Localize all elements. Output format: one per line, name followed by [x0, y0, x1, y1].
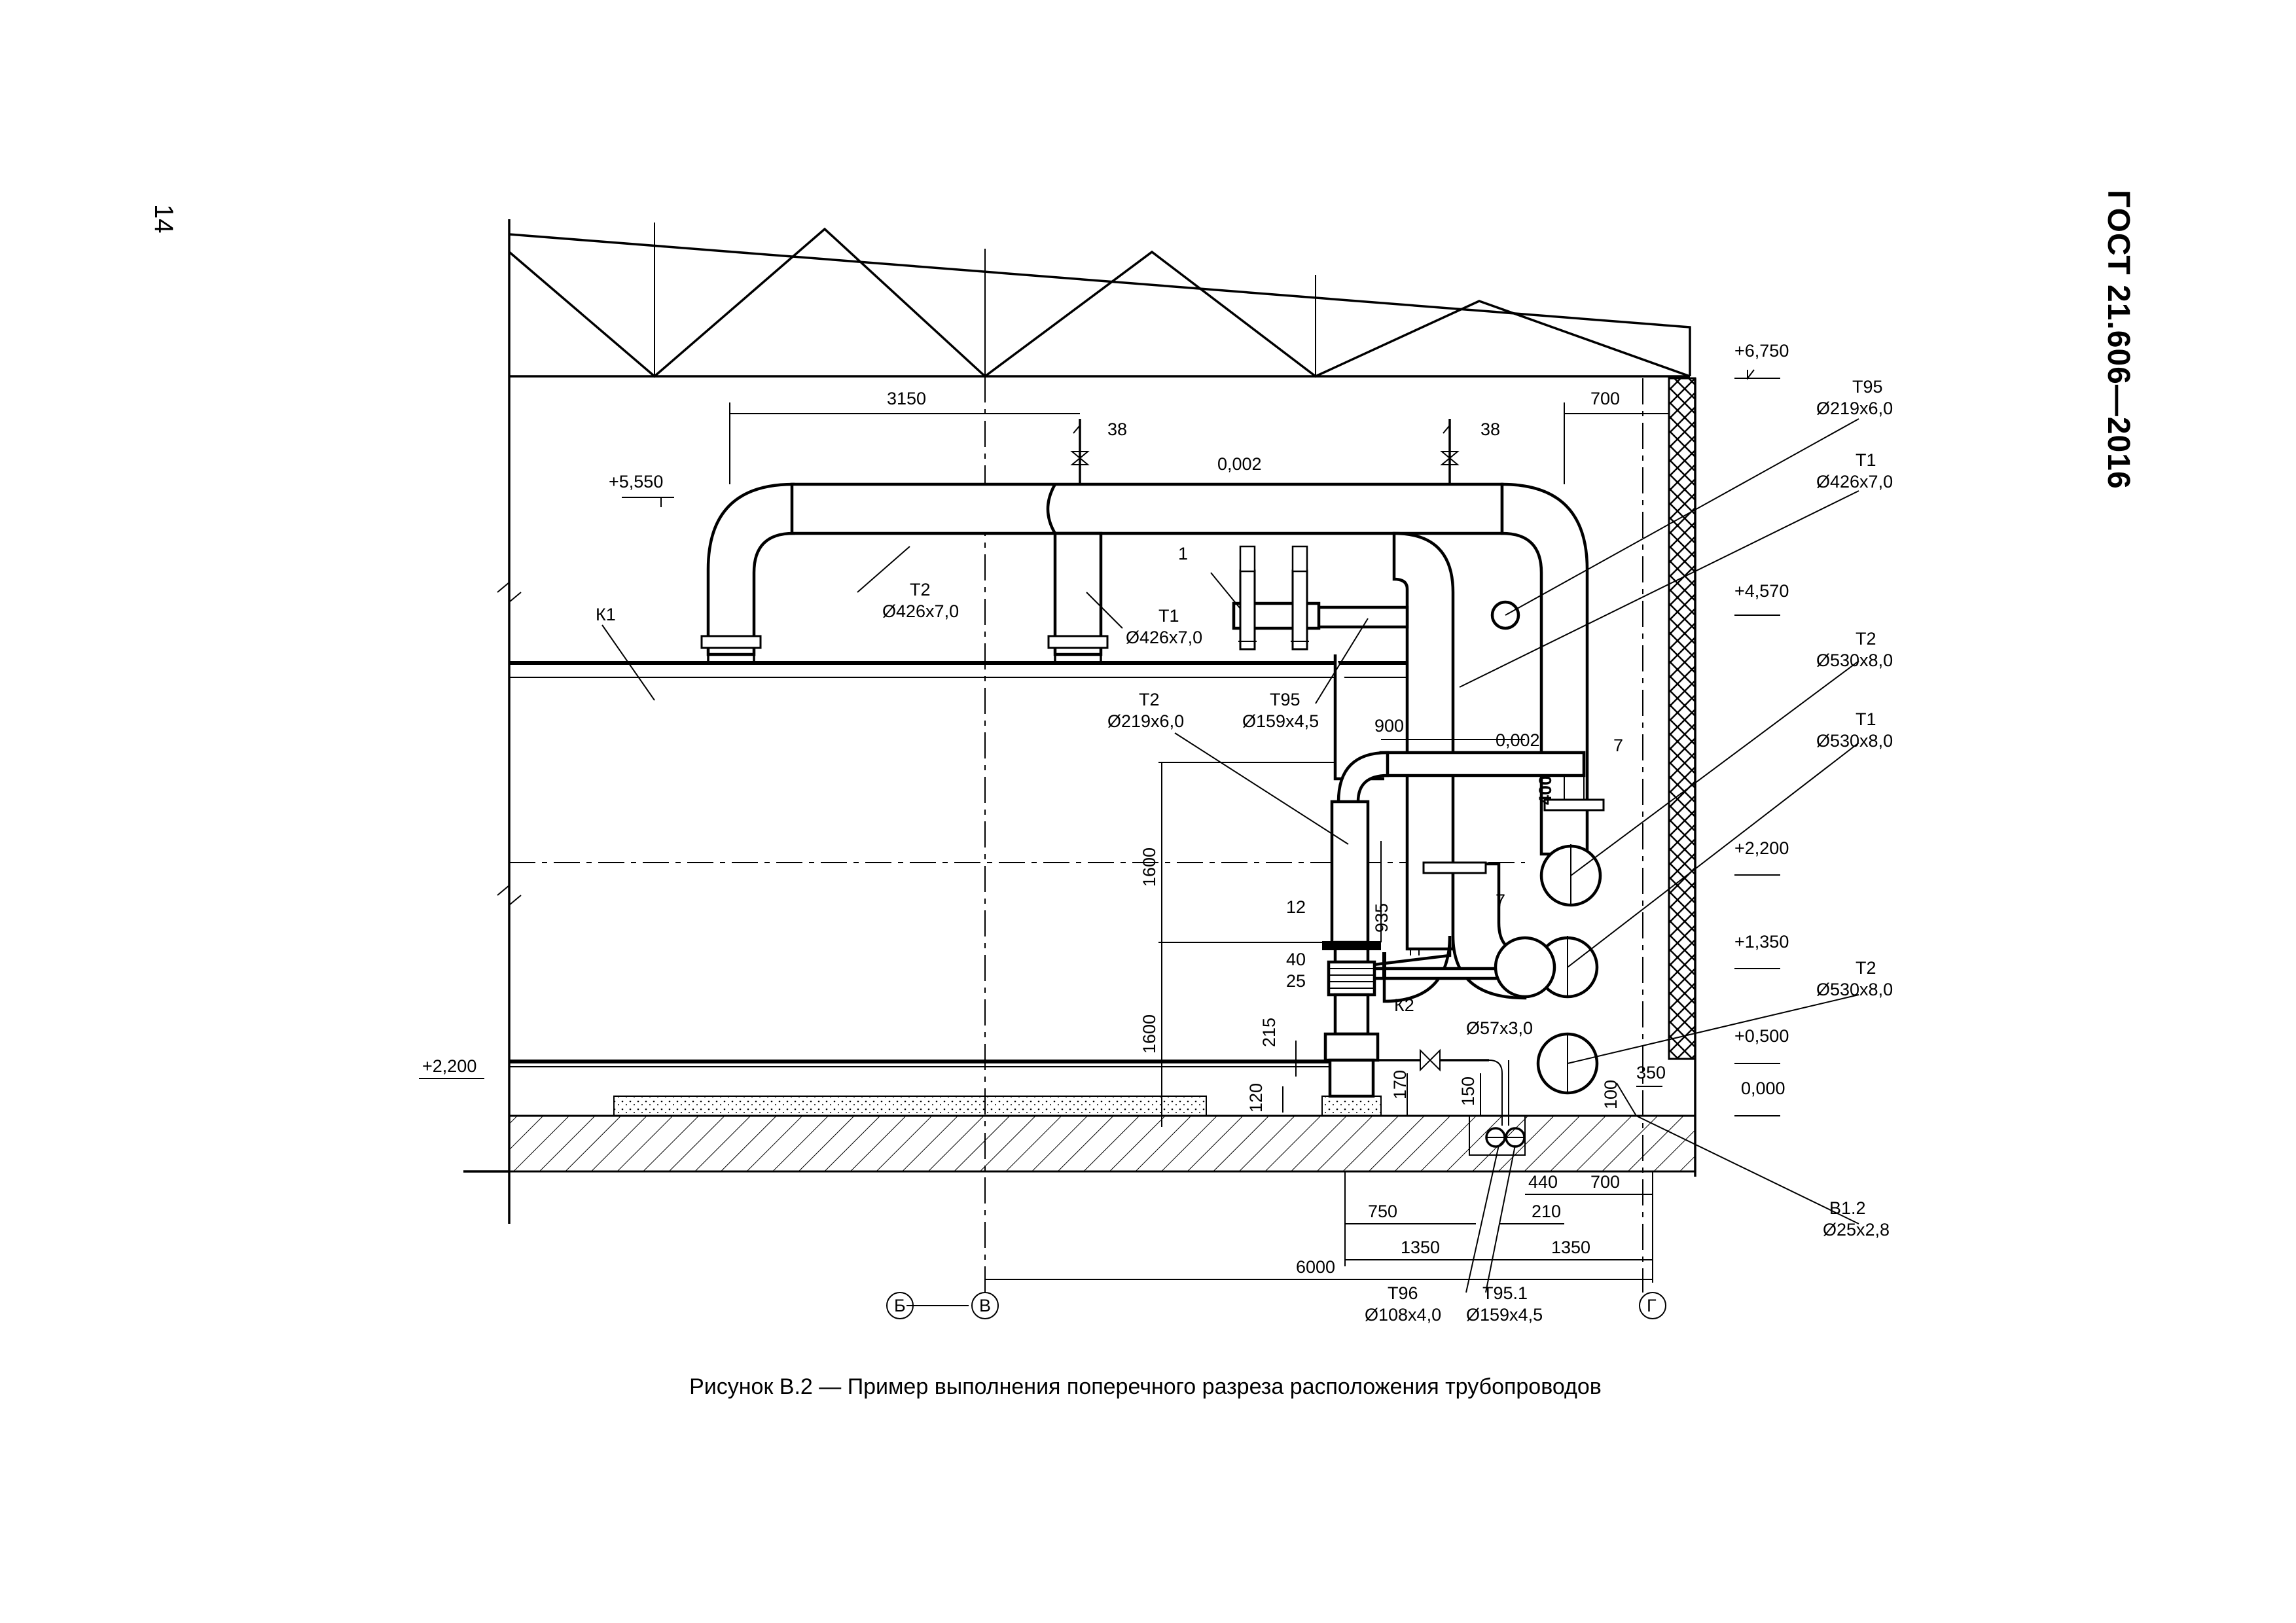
pipe-t1-riser-size: Ø426x7,0	[1126, 628, 1202, 647]
pipe-t2-small-size: Ø219x6,0	[1107, 711, 1184, 731]
dim-150: 150	[1458, 1077, 1478, 1106]
dim-400: 400	[1535, 776, 1555, 805]
dim-170: 170	[1390, 1070, 1410, 1099]
dim-750: 750	[1368, 1202, 1397, 1221]
dim-120: 120	[1246, 1083, 1266, 1113]
dimension-lines	[729, 402, 1669, 1306]
pipe-t95-top-code: Т95	[1852, 377, 1883, 397]
t95-branch	[1232, 545, 1520, 651]
pipe-t1-top-size: Ø426x7,0	[1816, 472, 1893, 491]
level-6750: +6,750	[1734, 341, 1789, 361]
air-vent-right	[1440, 419, 1460, 484]
dim-3150: 3150	[887, 389, 926, 408]
level-0500: +0,500	[1734, 1026, 1789, 1046]
equipment-k2-label: К2	[1394, 995, 1414, 1015]
dim-900: 900	[1374, 716, 1404, 736]
pipe-t951-size: Ø159x4,5	[1466, 1305, 1543, 1325]
pipe-t1-top-code: Т1	[1856, 450, 1876, 470]
dim-1350-a: 1350	[1401, 1238, 1440, 1257]
wall-hatched	[1668, 377, 1696, 1060]
pipe-t2-left-size: Ø426x7,0	[882, 601, 959, 621]
pos-25: 25	[1286, 971, 1306, 991]
dim-1600-b: 1600	[1139, 1014, 1159, 1054]
break-mark	[497, 580, 522, 604]
slope-label-1: 0,002	[1217, 454, 1262, 474]
dim-700-top: 700	[1590, 389, 1620, 408]
floor-slab	[508, 1115, 1696, 1173]
dim-1350-b: 1350	[1551, 1238, 1590, 1257]
pipe-t95-small-size: Ø159x4,5	[1242, 711, 1319, 731]
pipe-t951-code: Т95.1	[1482, 1283, 1528, 1303]
level-0000: 0,000	[1741, 1079, 1785, 1098]
figure-caption: Рисунок В.2 — Пример выполнения поперечн…	[689, 1374, 1602, 1399]
dim-700-bottom: 700	[1590, 1172, 1620, 1192]
level-1350: +1,350	[1734, 932, 1789, 952]
pipe-t95-top-size: Ø219x6,0	[1816, 399, 1893, 418]
slope-label-2: 0,002	[1496, 730, 1540, 750]
level-2200-left: +2,200	[422, 1056, 476, 1076]
pipe-t1-mid-code: Т1	[1856, 709, 1876, 729]
pipe-t2-mid-code: Т2	[1856, 629, 1876, 649]
dim-215: 215	[1259, 1018, 1279, 1047]
pipe-d57: Ø57x3,0	[1466, 1018, 1533, 1038]
air-vent-left	[1070, 419, 1090, 484]
vertical-drop-k2	[1321, 940, 1509, 1126]
pipe-b12-code: В1.2	[1829, 1198, 1866, 1218]
axis-bubbles	[886, 1292, 1666, 1319]
dim-935: 935	[1372, 903, 1391, 933]
dim-6000: 6000	[1296, 1257, 1335, 1277]
pos-7-a: 7	[1613, 736, 1623, 755]
level-5550: +5,550	[609, 472, 663, 491]
level-marks	[419, 369, 1780, 1116]
cross-sections-530	[1494, 844, 1602, 1095]
dim-440: 440	[1528, 1172, 1558, 1192]
drawing-texts: +6,750 +5,550 +4,570 +2,200 +1,350 +0,50…	[422, 341, 1893, 1325]
pipe-t1-riser-code: Т1	[1158, 606, 1179, 626]
axis-label-b: Б	[894, 1296, 906, 1315]
dim-1600-a: 1600	[1139, 847, 1159, 887]
pipe-t1-mid-size: Ø530x8,0	[1816, 731, 1893, 751]
pos-1: 1	[1178, 544, 1188, 563]
vent-pos-38-a: 38	[1107, 419, 1127, 439]
dim-210: 210	[1532, 1202, 1561, 1221]
vent-pos-38-b: 38	[1480, 419, 1500, 439]
leader-lines	[601, 418, 1859, 1293]
pipe-t2-low-size: Ø530x8,0	[1816, 980, 1893, 999]
level-2200-right: +2,200	[1734, 838, 1789, 858]
foundation	[613, 1096, 1207, 1116]
pipe-b12-size: Ø25x2,8	[1823, 1220, 1890, 1240]
roof-truss	[508, 219, 1691, 1224]
pipe-t96-size: Ø108x4,0	[1365, 1305, 1441, 1325]
pipe-t2-mid-size: Ø530x8,0	[1816, 651, 1893, 670]
axis-label-g: Г	[1647, 1296, 1657, 1315]
pipe-t2-left-code: Т2	[910, 580, 931, 599]
dim-100: 100	[1601, 1080, 1621, 1109]
pos-7-b: 7	[1496, 891, 1505, 910]
axis-label-v: В	[979, 1296, 991, 1315]
level-4570: +4,570	[1734, 581, 1789, 601]
pos-40: 40	[1286, 950, 1306, 969]
dim-350: 350	[1636, 1063, 1666, 1082]
pipe-t2-low-code: Т2	[1856, 958, 1876, 978]
pos-12: 12	[1286, 897, 1306, 917]
equipment-k1-label: К1	[596, 605, 616, 624]
pipe-t96-code: Т96	[1388, 1283, 1418, 1303]
pipe-t2-small-code: Т2	[1139, 690, 1160, 709]
pipe-t95-small-code: Т95	[1270, 690, 1300, 709]
break-mark	[497, 883, 522, 907]
